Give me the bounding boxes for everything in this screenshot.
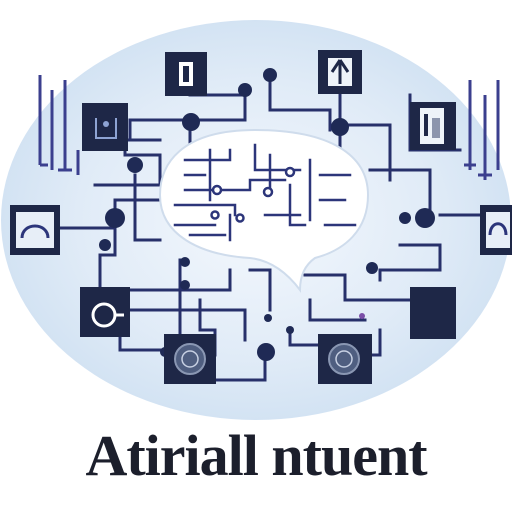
chip-left	[82, 103, 128, 151]
chip-top-right	[318, 50, 362, 94]
chip-lower-left	[80, 287, 130, 337]
chip-far-right	[480, 205, 512, 255]
chip-bottom-left	[164, 334, 216, 384]
junction-nodes	[99, 68, 435, 361]
caption-text: Atiriall ntuent	[85, 423, 427, 488]
accent-node	[359, 313, 365, 319]
speech-bubble-icon	[158, 128, 370, 293]
bubble-nodes	[210, 166, 296, 223]
chip-lower-right	[410, 287, 456, 339]
chip-right	[410, 102, 456, 150]
left-vertical-lines	[38, 75, 80, 175]
chip-bottom-right	[318, 334, 372, 384]
chip-top-left	[165, 52, 207, 96]
chip-far-left	[10, 205, 60, 255]
right-vertical-lines	[464, 80, 500, 180]
